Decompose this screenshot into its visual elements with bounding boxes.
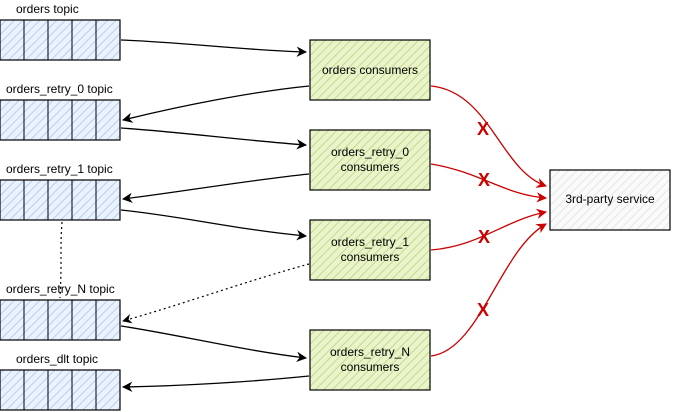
arrow-retry1-consumer-to-retryn-topic <box>122 263 310 324</box>
consumer-box-orders-retry-n: orders_retry_N consumers <box>309 329 431 391</box>
consumer-label-orders-retry-0-line1: orders_retry_0 <box>331 145 409 159</box>
failure-x-mark-retry0: X <box>478 170 490 190</box>
third-party-service-label: 3rd-party service <box>565 192 655 206</box>
consumer-label-orders-retry-n-line2: consumers <box>341 360 400 374</box>
arrow-orders-topic-to-consumer <box>120 39 308 57</box>
consumer-box-orders: orders consumers <box>309 39 431 101</box>
failed-call-arrow-retry0 <box>430 163 548 203</box>
arrow-retry0-topic-to-consumer <box>120 127 308 150</box>
consumer-label-orders-retry-n-line1: orders_retry_N <box>330 345 410 359</box>
failed-call-arrow-retry1 <box>430 208 548 251</box>
consumer-box-orders-retry-0: orders_retry_0 consumers <box>309 129 431 191</box>
arrow-retryn-topic-to-consumer <box>120 325 308 363</box>
topic-queue-orders <box>0 19 121 61</box>
failed-call-arrow-orders <box>430 85 547 188</box>
consumer-label-orders: orders consumers <box>322 63 418 77</box>
topic-label-orders-dlt: orders_dlt topic <box>16 352 98 366</box>
consumer-label-orders-retry-1-line1: orders_retry_1 <box>331 235 409 249</box>
topic-queue-orders-retry-1 <box>0 179 121 221</box>
topic-queue-orders-dlt <box>0 369 121 411</box>
topic-label-orders-retry-1: orders_retry_1 topic <box>6 162 113 176</box>
failure-x-mark-retryn: X <box>477 300 489 320</box>
consumer-label-orders-retry-0-line2: consumers <box>341 160 400 174</box>
consumer-box-orders-retry-1: orders_retry_1 consumers <box>309 219 431 281</box>
topic-label-orders-retry-n: orders_retry_N topic <box>6 282 115 296</box>
topic-label-orders-retry-0: orders_retry_0 topic <box>6 82 113 96</box>
topic-queue-orders-retry-n <box>0 299 121 341</box>
arrow-orders-consumer-to-retry0-topic <box>121 85 310 123</box>
topic-queue-orders-retry-0 <box>0 99 121 141</box>
topic-ellipsis-connector <box>59 221 63 299</box>
failed-call-arrow-retryn <box>430 223 547 357</box>
arrow-retryn-consumer-to-dlt-topic <box>121 375 310 393</box>
arrow-retry0-consumer-to-retry1-topic <box>121 173 310 204</box>
failure-x-mark-orders: X <box>477 119 489 139</box>
arrow-retry1-topic-to-consumer <box>120 209 308 241</box>
third-party-service-box: 3rd-party service <box>549 169 671 231</box>
consumer-label-orders-retry-1-line2: consumers <box>341 250 400 264</box>
failure-x-mark-retry1: X <box>478 227 490 247</box>
topic-label-orders: orders topic <box>16 2 79 16</box>
